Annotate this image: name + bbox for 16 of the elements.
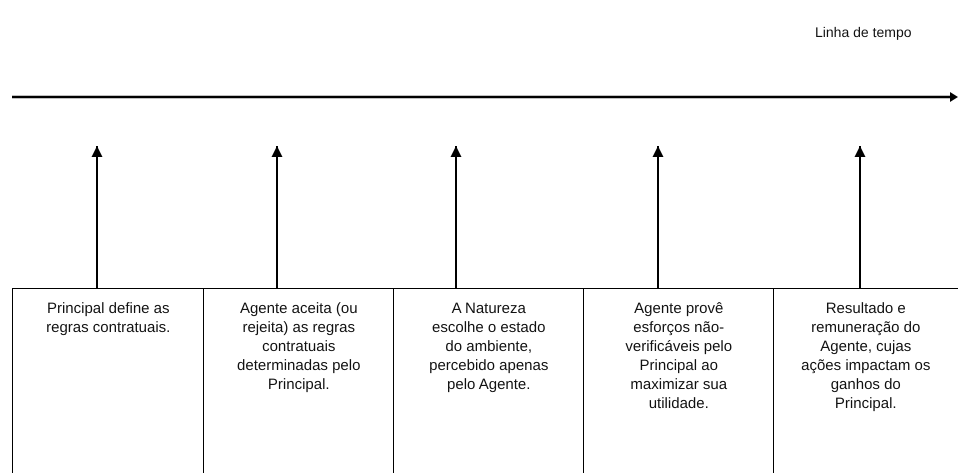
step-text: Resultado e remuneração do Agente, cujas ações impactam os ganhos do Principal. [800, 299, 931, 413]
step-text: Agente provê esforços não-verificáveis pelo Principal ao maximizar sua utilidade. [624, 299, 734, 413]
arrow [652, 146, 664, 288]
step-box [773, 288, 958, 473]
timeline-label: Linha de tempo [815, 24, 912, 40]
step-box [203, 288, 394, 473]
step-text: A Natureza escolhe o estado do ambiente, percebido apenas pelo Agente. [428, 299, 550, 394]
step-text: Principal define as regras contratuais. [45, 299, 172, 337]
arrow [92, 146, 102, 288]
arrow [272, 146, 282, 288]
step-box [12, 288, 204, 473]
step-box [583, 288, 774, 473]
step-text: Agente aceita (ou rejeita) as regras contratuais determinadas pelo Principal. [236, 299, 362, 394]
arrow [854, 146, 866, 288]
step-box [393, 288, 584, 473]
arrow [450, 146, 462, 288]
